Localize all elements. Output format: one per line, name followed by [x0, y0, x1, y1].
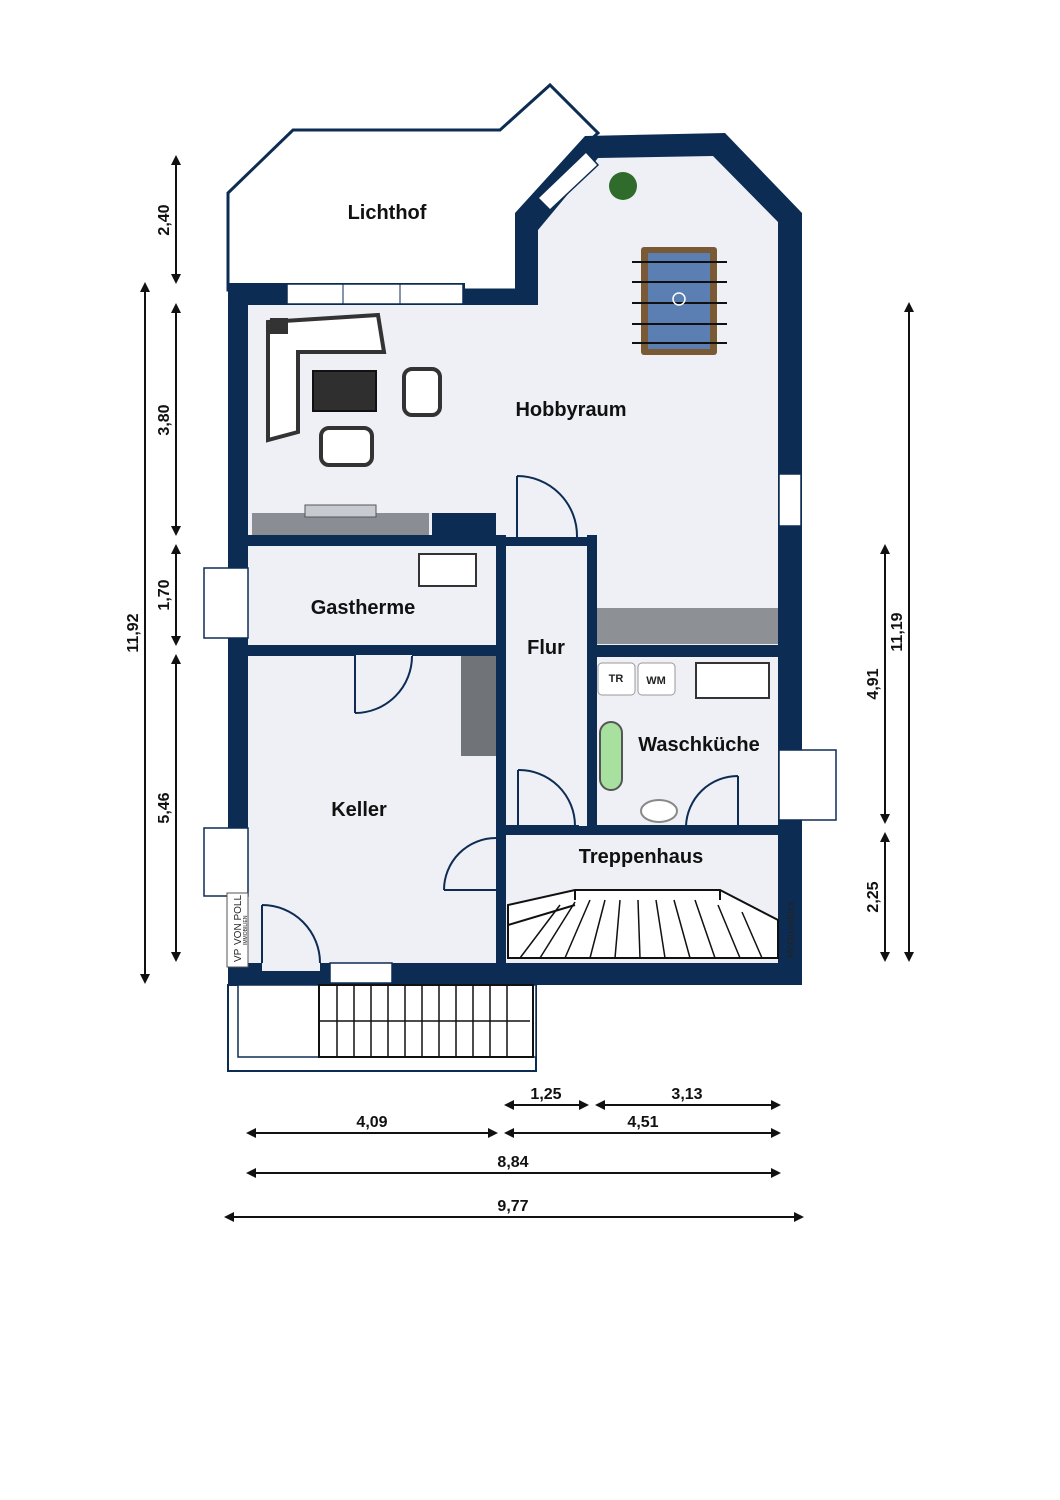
door-keller — [354, 655, 413, 714]
dim-label: 11,92 — [125, 613, 142, 652]
boiler — [418, 553, 477, 587]
window-hobby-top — [286, 283, 464, 305]
room-labels: Lichthof Hobbyraum Gastherme Flur Keller… — [311, 202, 760, 868]
shelf — [461, 656, 496, 756]
logo-mark: VP — [233, 948, 244, 962]
room-label-hobbyraum: Hobbyraum — [515, 399, 626, 421]
credit-text: McGrundriss — [786, 901, 797, 958]
drying-rack — [695, 662, 770, 699]
dim-label: 4,09 — [356, 1114, 387, 1131]
logo-text: VON POLL — [233, 895, 244, 945]
inner-stairs — [507, 889, 779, 959]
dim-label: 4,51 — [627, 1114, 658, 1131]
floor-drain — [640, 799, 678, 823]
wash-basin — [599, 721, 623, 791]
dryer — [597, 662, 636, 696]
window-gastherme — [203, 567, 249, 639]
washer-label: WM — [646, 675, 666, 687]
plant — [609, 172, 637, 200]
door-flur-treppe — [517, 768, 576, 827]
dim-label: 2,40 — [156, 204, 173, 235]
windows — [203, 150, 837, 984]
flur-floor — [506, 546, 587, 826]
washer — [637, 662, 676, 696]
dim-label: 2,25 — [865, 881, 882, 912]
dimension-labels: 2,40 3,80 1,70 5,46 11,92 4,91 2,25 11,1… — [125, 204, 906, 1215]
window-hobby-diag — [536, 150, 600, 212]
sofa — [266, 312, 387, 443]
dim-label: 1,70 — [156, 579, 173, 610]
room-label-lichthof: Lichthof — [348, 202, 427, 224]
dim-label: 1,25 — [530, 1086, 561, 1103]
dim-label: 5,46 — [156, 792, 173, 823]
doors — [261, 475, 739, 965]
dim-label: 3,13 — [671, 1086, 702, 1103]
entrance-threshold — [262, 963, 320, 971]
armchair — [402, 367, 442, 417]
window-waschkueche — [778, 749, 837, 821]
interior-walls — [248, 513, 790, 963]
entrance-stairs — [227, 984, 537, 1072]
room-label-gastherme: Gastherme — [311, 597, 416, 619]
logo-subtext: IMMOBILIEN — [243, 915, 249, 945]
dim-label: 3,80 — [156, 404, 173, 435]
room-label-waschkueche: Waschküche — [638, 734, 760, 756]
sideboard — [252, 513, 429, 535]
dim-label: 4,91 — [865, 668, 882, 699]
room-label-flur: Flur — [527, 637, 565, 659]
furniture: TR WM — [252, 172, 778, 823]
counter — [597, 608, 778, 644]
window-hobby-right — [778, 473, 802, 527]
door-waschkueche — [685, 775, 739, 827]
door-hobby-flur — [516, 475, 579, 538]
branding: VP VON POLL IMMOBILIEN McGrundriss — [226, 892, 797, 968]
dim-label: 8,84 — [497, 1154, 528, 1171]
window-keller-bottom — [329, 962, 393, 984]
dimension-lines — [140, 155, 914, 1222]
armchair — [319, 426, 374, 467]
room-label-treppenhaus: Treppenhaus — [579, 846, 703, 868]
window-keller — [203, 827, 249, 897]
logo-box — [226, 892, 249, 968]
room-label-keller: Keller — [331, 799, 387, 821]
door-keller-treppe — [443, 837, 497, 891]
door-entrance — [261, 904, 321, 965]
dim-label: 11,19 — [889, 612, 906, 651]
dim-label: 9,77 — [497, 1198, 528, 1215]
coffee-table — [312, 370, 377, 412]
dryer-label: TR — [609, 673, 624, 685]
